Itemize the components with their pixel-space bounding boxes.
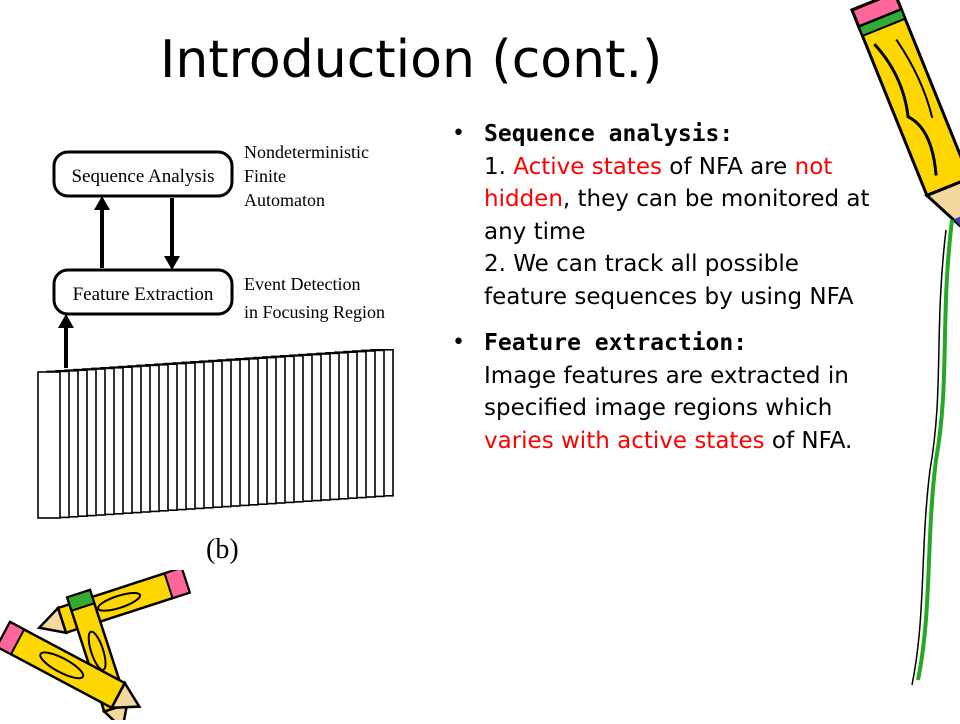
- bullet-feature-extraction: • Feature extraction: Image features are…: [450, 327, 870, 457]
- image-frame-stack: [37, 349, 394, 519]
- green-line-decoration: [916, 219, 954, 681]
- nfa-label-line-3: Automaton: [244, 190, 325, 210]
- bullet-marker: •: [452, 121, 465, 146]
- bullet-marker: •: [452, 330, 465, 355]
- image-frame: [37, 371, 61, 519]
- highlight-not-hidden: not hidden: [484, 153, 833, 213]
- event-label-line-1: Event Detection: [244, 274, 360, 294]
- feature-extraction-label: Feature Extraction: [73, 284, 214, 305]
- pencil-decoration-left: [0, 566, 200, 724]
- bullet-list: • Sequence analysis: 1. Active states of…: [450, 118, 870, 457]
- event-label-line-2: in Focusing Region: [244, 302, 385, 322]
- bullet-heading: Feature extraction:: [484, 330, 748, 356]
- highlight-varies: varies with active states: [484, 427, 765, 454]
- slide-title: Introduction (cont.): [160, 30, 663, 90]
- pencil-decoration-right: [800, 0, 960, 720]
- bullet-line-1: 1. Active states of NFA are not hidden, …: [484, 153, 870, 245]
- bullet-sequence-analysis: • Sequence analysis: 1. Active states of…: [450, 118, 870, 313]
- pencil-icon: [36, 566, 192, 635]
- feature-extraction-box: [52, 268, 234, 316]
- arrow-down-head: [164, 256, 180, 270]
- diagram-svg: Sequence Analysis Feature Extraction Non…: [37, 142, 394, 565]
- highlight-active-states: Active states: [513, 153, 662, 180]
- pencil-icon: [850, 0, 960, 235]
- nfa-label-line-2: Finite: [244, 166, 286, 186]
- bullet-text: Image features are extracted in specifie…: [484, 362, 853, 454]
- arrow-frames-head: [58, 314, 74, 328]
- sequence-analysis-label: Sequence Analysis: [71, 166, 214, 187]
- bullet-line-2: 2. We can track all possible feature seq…: [484, 251, 854, 310]
- pencil-icon: [0, 620, 142, 710]
- bullet-heading: Sequence analysis:: [484, 121, 734, 147]
- nfa-label-line-1: Nondeterministic: [244, 142, 369, 162]
- arrow-up-head: [94, 196, 110, 210]
- sequence-analysis-box: [52, 150, 234, 198]
- diagram-caption: (b): [206, 534, 239, 565]
- system-diagram: Sequence Analysis Feature Extraction Non…: [30, 110, 430, 580]
